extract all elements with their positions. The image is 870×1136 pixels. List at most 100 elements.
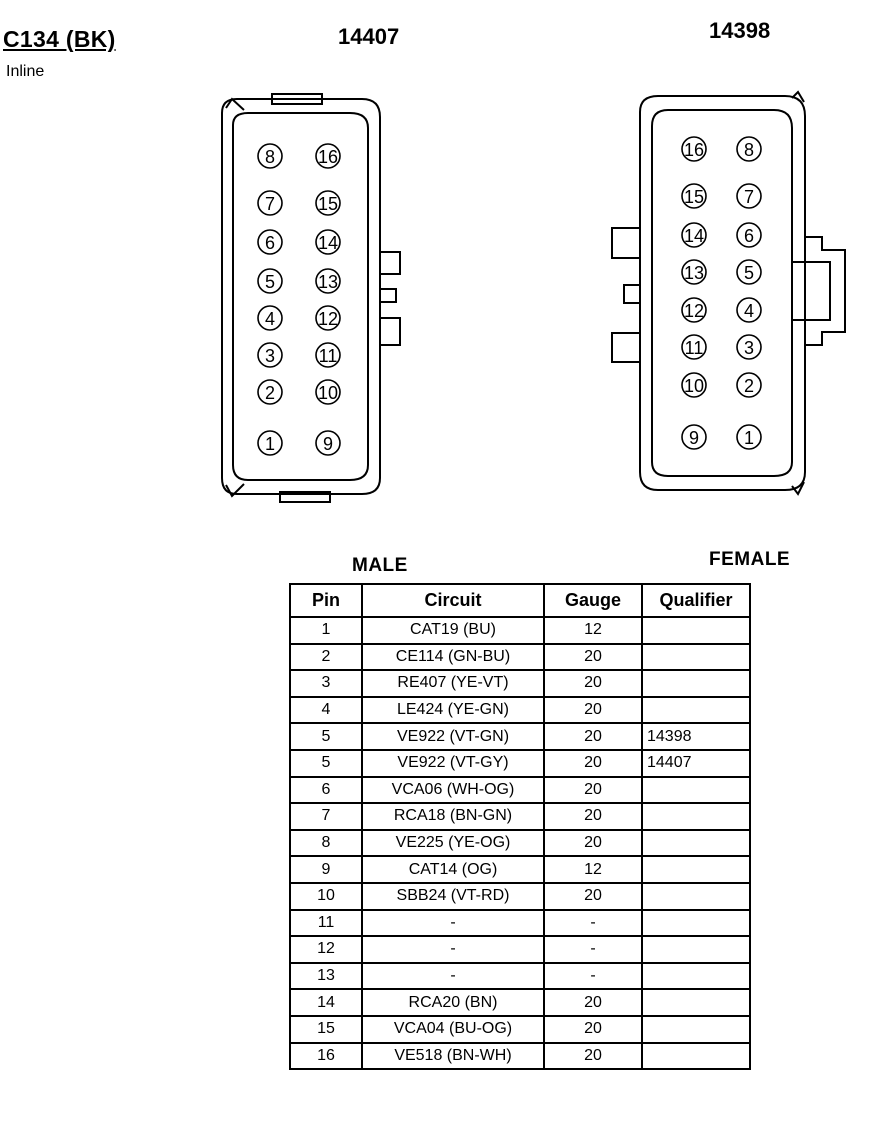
female-pin-label: 10: [684, 376, 704, 396]
gauge-cell: 20: [543, 669, 643, 698]
qualifier-cell: [641, 828, 751, 858]
circuit-cell: VCA06 (WH-OG): [361, 775, 545, 805]
female-connector-face: [611, 90, 846, 496]
male-pin-circle: [315, 342, 341, 368]
male-pin-label: 14: [318, 233, 338, 253]
circuit-cell: CAT19 (BU): [361, 616, 545, 645]
female-pin-circle: [736, 334, 762, 360]
pin-cell: 1: [289, 616, 363, 645]
qualifier-cell: 14398: [641, 722, 751, 751]
male-pin-circle: [257, 229, 283, 255]
male-pin-label: 4: [265, 309, 275, 329]
table-row: 12--: [289, 935, 751, 964]
female-pin-label: 7: [744, 187, 754, 207]
female-pin-label: 1: [744, 428, 754, 448]
pin-cell: 3: [289, 669, 363, 698]
female-pin-label: 16: [684, 140, 704, 160]
female-pin-label: 2: [744, 376, 754, 396]
circuit-cell: RE407 (YE-VT): [361, 669, 545, 698]
qualifier-cell: [641, 1041, 751, 1071]
male-pin-label: 8: [265, 147, 275, 167]
table-row: 11--: [289, 908, 751, 938]
male-pin-label: 10: [318, 383, 338, 403]
qualifier-cell: [641, 1014, 751, 1044]
male-label: MALE: [352, 555, 408, 576]
male-pin-label: 7: [265, 194, 275, 214]
circuit-cell: VE922 (VT-GY): [361, 748, 545, 778]
gauge-cell: 20: [543, 775, 643, 805]
gauge-cell: 20: [543, 748, 643, 778]
male-pin-circle: [257, 342, 283, 368]
header-circuit: Circuit: [361, 583, 545, 618]
male-pin-circle: [257, 379, 283, 405]
pin-cell: 11: [289, 908, 363, 938]
gauge-cell: 20: [543, 881, 643, 911]
male-pin-circle: [315, 379, 341, 405]
male-pin-circle: [257, 305, 283, 331]
male-pin-circle: [257, 143, 283, 169]
pin-cell: 4: [289, 695, 363, 725]
qualifier-cell: [641, 695, 751, 725]
gauge-cell: 20: [543, 722, 643, 751]
female-pin-circle: [736, 259, 762, 285]
header-pin: Pin: [289, 583, 363, 618]
female-pin-circle: [681, 259, 707, 285]
male-pin-circle: [315, 268, 341, 294]
qualifier-cell: [641, 775, 751, 805]
female-pin-circle: [681, 183, 707, 209]
male-pin-label: 5: [265, 272, 275, 292]
pin-cell: 14: [289, 988, 363, 1017]
gauge-cell: 20: [543, 802, 643, 831]
female-pin-label: 9: [689, 428, 699, 448]
pin-cell: 10: [289, 881, 363, 911]
qualifier-cell: 14407: [641, 748, 751, 778]
gauge-cell: 20: [543, 988, 643, 1017]
gauge-cell: 20: [543, 828, 643, 858]
gauge-cell: 20: [543, 695, 643, 725]
male-pin-circle: [257, 430, 283, 456]
circuit-cell: -: [361, 935, 545, 964]
female-pin-label: 15: [684, 187, 704, 207]
male-pin-circle: [315, 305, 341, 331]
female-pin-label: 6: [744, 226, 754, 246]
connector-location: Inline: [6, 63, 45, 80]
qualifier-cell: [641, 642, 751, 672]
circuit-cell: LE424 (YE-GN): [361, 695, 545, 725]
pin-cell: 6: [289, 775, 363, 805]
male-pin-circle: [315, 190, 341, 216]
circuit-cell: SBB24 (VT-RD): [361, 881, 545, 911]
male-pin-label: 12: [318, 309, 338, 329]
pin-cell: 7: [289, 802, 363, 831]
circuit-cell: CAT14 (OG): [361, 855, 545, 884]
female-pin-label: 8: [744, 140, 754, 160]
circuit-cell: VE225 (YE-OG): [361, 828, 545, 858]
female-pin-circle: [681, 136, 707, 162]
header-qualifier: Qualifier: [641, 583, 751, 618]
female-pin-circle: [736, 424, 762, 450]
female-pin-label: 4: [744, 301, 754, 321]
female-pin-label: 12: [684, 301, 704, 321]
circuit-cell: RCA20 (BN): [361, 988, 545, 1017]
female-pin-circle: [736, 183, 762, 209]
male-pin-label: 13: [318, 272, 338, 292]
circuit-cell: VE518 (BN-WH): [361, 1041, 545, 1071]
circuit-cell: VCA04 (BU-OG): [361, 1014, 545, 1044]
pin-cell: 13: [289, 961, 363, 991]
circuit-cell: VE922 (VT-GN): [361, 722, 545, 751]
male-pin-label: 2: [265, 383, 275, 403]
qualifier-cell: [641, 802, 751, 831]
male-pin-circle: [257, 268, 283, 294]
pin-cell: 5: [289, 748, 363, 778]
